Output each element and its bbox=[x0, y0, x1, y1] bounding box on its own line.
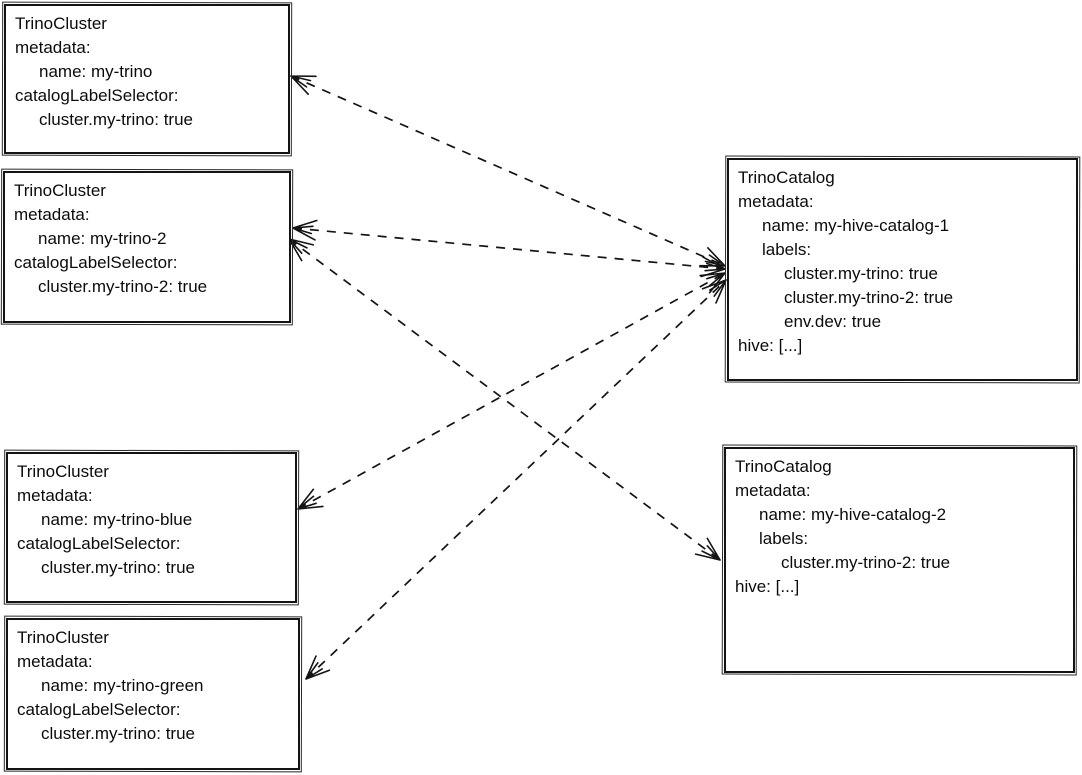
node-text-line: cluster.my-trino: true bbox=[784, 264, 938, 283]
node-text-line: env.dev: true bbox=[784, 312, 882, 331]
node-text-line: name: my-hive-catalog-1 bbox=[762, 216, 950, 235]
node-text-line: TrinoCluster bbox=[17, 628, 109, 647]
node-text-line: catalogLabelSelector: bbox=[15, 86, 179, 105]
node-text-line: name: my-trino-blue bbox=[41, 510, 193, 529]
node-trino-catalog-my-hive-catalog-2: TrinoCatalog metadata: name: my-hive-catal… bbox=[724, 447, 1075, 673]
edge-trino-cluster-my-trino-green--trino-catalog-my-hive-catalog-1 bbox=[305, 279, 727, 680]
node-text-line: TrinoCatalog bbox=[738, 168, 835, 187]
node-text-line: cluster.my-trino-2: true bbox=[38, 277, 208, 296]
edge-arrowheads bbox=[297, 272, 726, 510]
node-trino-cluster-my-trino-2: TrinoCluster metadata: name: my-trino-2 cat… bbox=[3, 171, 291, 323]
edge-dashed-line bbox=[292, 227, 726, 270]
edge-trino-cluster-my-trino-2--trino-catalog-my-hive-catalog-2 bbox=[288, 238, 721, 561]
edge-arrowheads bbox=[292, 219, 726, 278]
node-text-line: metadata: bbox=[17, 486, 93, 505]
edge-arrowheads bbox=[288, 238, 721, 561]
node-text-line: cluster.my-trino: true bbox=[39, 110, 193, 129]
node-text-line: metadata: bbox=[738, 192, 814, 211]
edge-dashed-line bbox=[297, 272, 726, 510]
node-text-line: name: my-trino-green bbox=[41, 676, 204, 695]
node-text-line: TrinoCluster bbox=[17, 462, 109, 481]
edge-trino-cluster-my-trino-blue--trino-catalog-my-hive-catalog-1 bbox=[297, 272, 726, 510]
node-text-line: catalogLabelSelector: bbox=[17, 534, 181, 553]
node-text-line: metadata: bbox=[14, 205, 90, 224]
node-text-line: labels: bbox=[762, 240, 812, 259]
edge-dashed-line bbox=[305, 279, 727, 680]
node-text-line: cluster.my-trino: true bbox=[41, 558, 195, 577]
edge-arrowheads bbox=[290, 75, 726, 267]
edge-trino-cluster-my-trino-2--trino-catalog-my-hive-catalog-1 bbox=[292, 219, 726, 278]
node-trino-cluster-my-trino-green: TrinoCluster metadata: name: my-trino-gree… bbox=[6, 618, 300, 770]
edge-dashed-line bbox=[288, 238, 721, 561]
node-text-line: metadata: bbox=[17, 652, 93, 671]
node-text-line: metadata: bbox=[15, 38, 91, 57]
node-text-line: catalogLabelSelector: bbox=[17, 700, 181, 719]
node-trino-cluster-my-trino: TrinoCluster metadata: name: my-trino catal… bbox=[4, 4, 290, 154]
node-text-line: name: my-trino-2 bbox=[38, 229, 167, 248]
node-trino-catalog-my-hive-catalog-1: TrinoCatalog metadata: name: my-hive-catal… bbox=[727, 158, 1078, 381]
node-text-line: cluster.my-trino-2: true bbox=[784, 288, 954, 307]
node-text-line: TrinoCluster bbox=[14, 181, 106, 200]
node-text-line: TrinoCatalog bbox=[735, 457, 832, 476]
edge-trino-cluster-my-trino--trino-catalog-my-hive-catalog-1 bbox=[290, 75, 726, 267]
node-text-line: TrinoCluster bbox=[15, 14, 107, 33]
edge-dashed-line bbox=[290, 75, 726, 267]
node-text-line: cluster.my-trino: true bbox=[41, 724, 195, 743]
edge-arrowheads bbox=[305, 279, 727, 680]
node-text-line: hive: [...] bbox=[738, 336, 803, 355]
node-text-line: cluster.my-trino-2: true bbox=[781, 553, 951, 572]
node-trino-cluster-my-trino-blue: TrinoCluster metadata: name: my-trino-blue… bbox=[6, 452, 297, 603]
node-text-line: metadata: bbox=[735, 481, 811, 500]
node-text-line: hive: [...] bbox=[735, 577, 800, 596]
node-text-line: name: my-hive-catalog-2 bbox=[759, 505, 947, 524]
node-text-line: catalogLabelSelector: bbox=[14, 253, 178, 272]
node-text-line: labels: bbox=[759, 529, 809, 548]
node-text-line: name: my-trino bbox=[39, 62, 153, 81]
